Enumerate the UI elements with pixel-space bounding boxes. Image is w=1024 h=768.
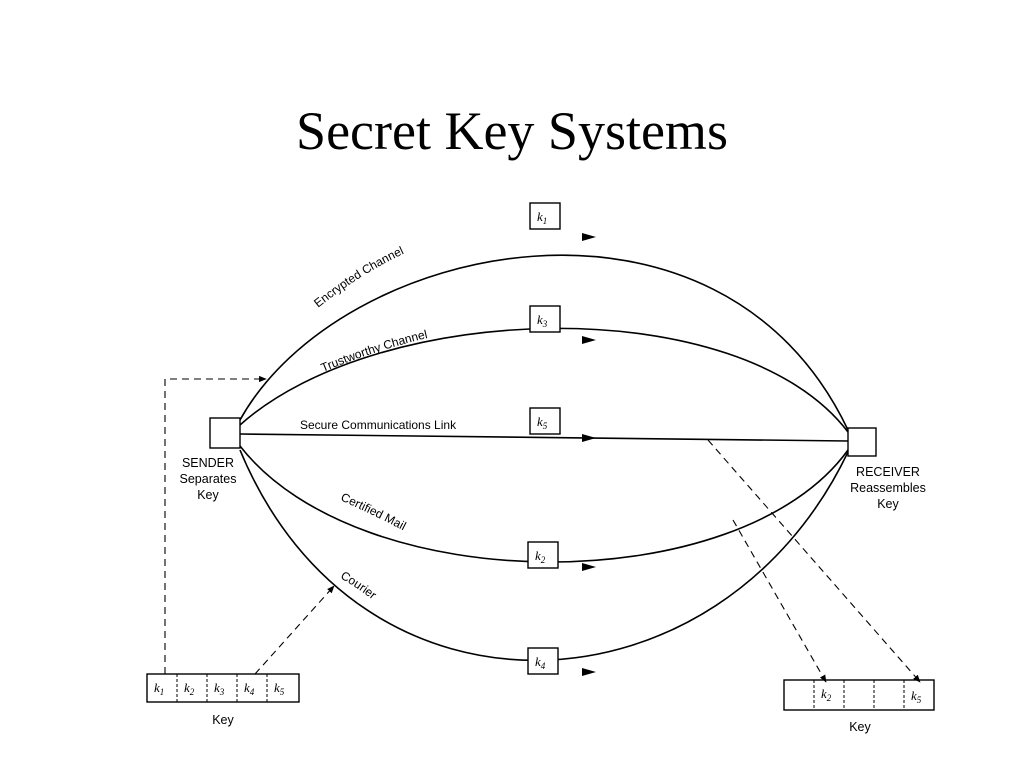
certified-mail-label: Certified Mail: [339, 490, 409, 533]
dashed-key-to-courier: [254, 585, 335, 675]
encrypted-channel-path: [239, 254, 849, 431]
sender-key-cell-2: k2: [184, 680, 195, 697]
sender-key-strip: k1 k2 k3 k4 k5: [146, 673, 300, 703]
secure-link-path: [239, 433, 849, 442]
svg-text:k1: k1: [537, 209, 547, 226]
sender-key-cell-3: k3: [214, 680, 225, 697]
sender-key-cell-4: k4: [244, 680, 255, 697]
receiver-sublabel: Reassembles: [850, 481, 926, 495]
sender-key-cell-5: k5: [274, 680, 285, 697]
trustworthy-channel-label: Trustworthy Channel: [319, 327, 429, 375]
sender-key-label: Key: [197, 488, 219, 502]
arrowhead-encrypted: [582, 233, 596, 241]
receiver-key-strip: k2 k5: [783, 679, 935, 711]
key-box-courier: k4: [527, 647, 559, 675]
svg-text:k5: k5: [537, 414, 548, 431]
key-box-encrypted: k1: [529, 202, 561, 230]
dashed-certified-to-receiver-key: [732, 519, 827, 683]
courier-label: Courier: [338, 568, 379, 602]
sender-label: SENDER: [182, 456, 234, 470]
key-box-certified: k2: [527, 541, 559, 569]
arrowhead-secure: [582, 434, 596, 442]
receiver-key-caption: Key: [849, 720, 871, 734]
dashed-secure-to-receiver-key: [707, 439, 921, 683]
sender-key-cell-1: k1: [154, 680, 164, 697]
receiver-key-label: Key: [877, 497, 899, 511]
dashed-key-to-encrypted: [164, 375, 267, 674]
key-box-trustworthy: k3: [529, 305, 561, 333]
receiver-key-cell-2: k2: [821, 686, 832, 703]
receiver-node: [847, 427, 877, 457]
svg-text:k4: k4: [535, 654, 546, 671]
sender-node: [209, 417, 241, 449]
encrypted-channel-label: Encrypted Channel: [311, 244, 405, 311]
secure-link-label: Secure Communications Link: [300, 418, 457, 432]
receiver-label: RECEIVER: [856, 465, 920, 479]
arrowhead-courier: [582, 668, 596, 676]
page-title: Secret Key Systems: [296, 101, 728, 161]
sender-sublabel: Separates: [180, 472, 237, 486]
sender-key-caption: Key: [212, 713, 234, 727]
key-box-secure: k5: [529, 407, 561, 435]
arrowhead-trustworthy: [582, 336, 596, 344]
arrowhead-certified: [582, 563, 596, 571]
receiver-key-cell-5: k5: [911, 688, 922, 705]
svg-text:k2: k2: [535, 548, 546, 565]
svg-text:k3: k3: [537, 312, 548, 329]
